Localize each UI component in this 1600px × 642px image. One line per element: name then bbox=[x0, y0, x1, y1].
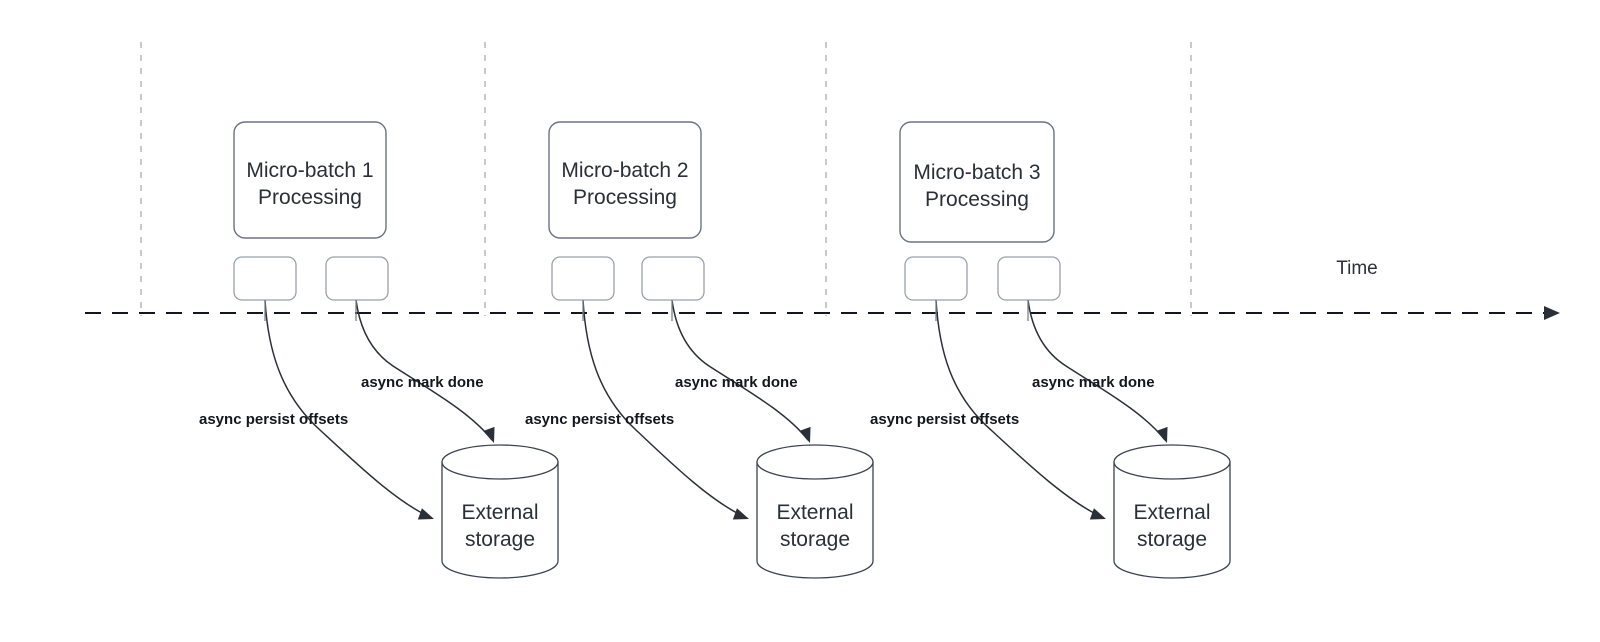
external-storage-3-label-line1: External bbox=[1133, 501, 1210, 524]
edge-labels-layer: async persist offsets async mark done asyn… bbox=[199, 374, 1155, 428]
external-storage-2-label-line2: storage bbox=[780, 528, 850, 551]
timeline-axis-layer: Time bbox=[85, 258, 1560, 320]
external-storage-1-body bbox=[441, 461, 559, 579]
external-storage-1-label-line1: External bbox=[461, 501, 538, 524]
async-persist-offsets-1-arrowhead-icon bbox=[417, 508, 434, 520]
micro-batch-3-box[interactable] bbox=[899, 121, 1055, 243]
external-storage-1[interactable]: External storage bbox=[441, 444, 559, 579]
async-persist-offsets-3-curve bbox=[935, 299, 1105, 519]
micro-batch-2-title-line1: Micro-batch 2 bbox=[561, 159, 688, 182]
micro-batch-1-box[interactable] bbox=[233, 121, 387, 239]
micro-batch-2-title-line2: Processing bbox=[573, 186, 677, 209]
external-storage-2-top-ellipse bbox=[756, 444, 874, 480]
micro-batch-2-task-box-left[interactable] bbox=[551, 256, 615, 301]
async-mark-done-1-label: async mark done bbox=[361, 374, 484, 391]
async-mark-done-3-arrowhead-icon bbox=[1156, 426, 1168, 443]
async-mark-done-2-curve bbox=[671, 299, 809, 441]
async-mark-done-2-label: async mark done bbox=[675, 374, 798, 391]
async-mark-done-3-label: async mark done bbox=[1032, 374, 1155, 391]
micro-batch-3-task-box-left[interactable] bbox=[904, 256, 968, 301]
timeline-arrowhead-icon bbox=[1544, 306, 1560, 320]
async-persist-offsets-2-label: async persist offsets bbox=[525, 411, 674, 428]
async-persist-offsets-2-arrowhead-icon bbox=[732, 508, 749, 520]
async-mark-done-2-arrowhead-icon bbox=[799, 426, 811, 443]
async-persist-offsets-1-curve bbox=[264, 299, 433, 519]
external-storage-3[interactable]: External storage bbox=[1113, 444, 1231, 579]
async-mark-done-1-curve bbox=[355, 299, 493, 441]
nodes-layer: Micro-batch 1ProcessingExternalstorageMi… bbox=[233, 121, 1231, 579]
async-mark-done-1-arrowhead-icon bbox=[483, 426, 495, 443]
external-storage-1-top-ellipse bbox=[441, 444, 559, 480]
micro-batch-1-title-line1: Micro-batch 1 bbox=[246, 159, 373, 182]
external-storage-3-label-line2: storage bbox=[1137, 528, 1207, 551]
micro-batch-2-task-box-right[interactable] bbox=[641, 256, 705, 301]
external-storage-2[interactable]: External storage bbox=[756, 444, 874, 579]
async-persist-offsets-1-label: async persist offsets bbox=[199, 411, 348, 428]
async-mark-done-3-curve bbox=[1027, 299, 1166, 441]
micro-batch-3-title-line1: Micro-batch 3 bbox=[913, 161, 1040, 184]
external-storage-3-body bbox=[1113, 461, 1231, 579]
async-persist-offsets-3-arrowhead-icon bbox=[1089, 508, 1106, 520]
flow-edges-layer bbox=[264, 299, 1168, 520]
micro-batch-1-title-line2: Processing bbox=[258, 186, 362, 209]
external-storage-2-label-line1: External bbox=[776, 501, 853, 524]
micro-batch-3-task-box-right[interactable] bbox=[997, 256, 1061, 301]
micro-batch-1-task-box-left[interactable] bbox=[233, 256, 297, 301]
external-storage-3-top-ellipse bbox=[1113, 444, 1231, 480]
async-persist-offsets-2-curve bbox=[582, 299, 748, 519]
micro-batch-3-title-line2: Processing bbox=[925, 188, 1029, 211]
external-storage-1-label-line2: storage bbox=[465, 528, 535, 551]
async-persist-offsets-3-label: async persist offsets bbox=[870, 411, 1019, 428]
time-axis-label: Time bbox=[1336, 258, 1378, 279]
external-storage-2-body bbox=[756, 461, 874, 579]
micro-batch-1-task-box-right[interactable] bbox=[325, 256, 389, 301]
micro-batch-2-box[interactable] bbox=[548, 121, 702, 239]
